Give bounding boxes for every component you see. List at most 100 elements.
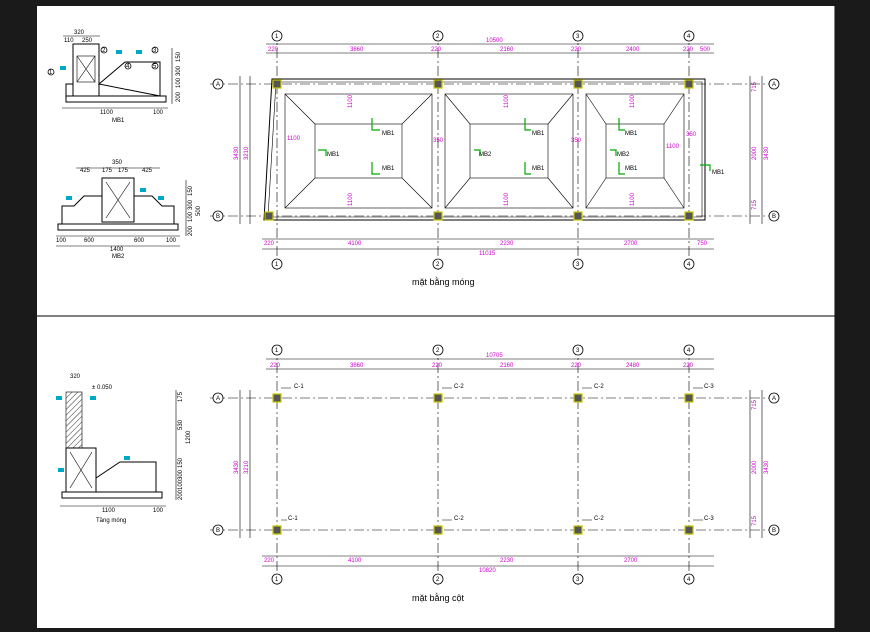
svg-text:C-3: C-3 — [704, 384, 714, 390]
svg-text:C-3: C-3 — [704, 516, 714, 522]
svg-text:B: B — [772, 528, 776, 534]
cad-drawing: 1 2 3 4 1 2 3 4 A B A B 10500 220 3860 2… — [37, 6, 835, 628]
svg-text:220: 220 — [683, 363, 694, 369]
svg-text:B: B — [216, 528, 220, 534]
svg-text:220: 220 — [268, 47, 279, 53]
detail-mb1: 320 110 250 1100 100 MB1 150 300 100 200… — [47, 30, 182, 124]
foundation-columns — [264, 79, 694, 221]
svg-text:3210: 3210 — [244, 460, 250, 474]
svg-text:2230: 2230 — [500, 241, 514, 247]
svg-text:1100: 1100 — [100, 110, 114, 116]
svg-text:600: 600 — [84, 238, 95, 244]
svg-text:1100: 1100 — [348, 192, 354, 206]
svg-text:100: 100 — [188, 211, 194, 222]
svg-text:100: 100 — [153, 110, 164, 116]
svg-text:1100: 1100 — [504, 94, 510, 108]
svg-text:100: 100 — [153, 508, 164, 514]
svg-text:10820: 10820 — [479, 568, 496, 574]
svg-text:1100: 1100 — [287, 136, 301, 142]
svg-text:715: 715 — [752, 81, 758, 92]
section-markers: MB1 MB1 MB2 MB1 MB1 MB2 MB1 MB1 MB1 MB1 — [318, 118, 725, 176]
svg-text:220: 220 — [571, 363, 582, 369]
svg-text:715: 715 — [752, 515, 758, 526]
detail-mb2: 350 425 175 175 425 100 600 600 100 1400… — [56, 160, 202, 260]
svg-text:2: 2 — [436, 577, 440, 583]
svg-text:150: 150 — [176, 51, 182, 62]
svg-text:Tầng móng: Tầng móng — [96, 518, 126, 524]
svg-text:500: 500 — [196, 205, 202, 216]
svg-text:4: 4 — [126, 64, 130, 70]
svg-text:B: B — [772, 214, 776, 220]
svg-text:2480: 2480 — [626, 363, 640, 369]
svg-text:2160: 2160 — [500, 47, 514, 53]
svg-text:220: 220 — [264, 558, 275, 564]
svg-text:100: 100 — [56, 238, 67, 244]
svg-text:200: 200 — [178, 489, 184, 500]
svg-text:200: 200 — [176, 91, 182, 102]
svg-text:3430: 3430 — [234, 146, 240, 160]
svg-text:220: 220 — [270, 363, 281, 369]
svg-text:1100: 1100 — [348, 94, 354, 108]
svg-text:1100: 1100 — [630, 94, 636, 108]
svg-text:175: 175 — [178, 391, 184, 402]
svg-text:MB2: MB2 — [617, 152, 630, 158]
svg-text:350: 350 — [112, 160, 123, 166]
svg-text:1100: 1100 — [666, 144, 680, 150]
svg-text:3210: 3210 — [244, 146, 250, 160]
svg-text:MB1: MB1 — [382, 166, 395, 172]
svg-text:220: 220 — [571, 47, 582, 53]
svg-text:250: 250 — [82, 38, 93, 44]
svg-text:C-2: C-2 — [594, 516, 604, 522]
svg-text:1400: 1400 — [110, 247, 124, 253]
column-plan: 1 2 3 4 1 2 3 4 A B A B 10705 220 3860 2… — [210, 344, 780, 603]
svg-text:300: 300 — [178, 469, 184, 480]
svg-text:10500: 10500 — [486, 38, 503, 44]
svg-text:300: 300 — [188, 199, 194, 210]
svg-text:600: 600 — [134, 238, 145, 244]
svg-text:C-1: C-1 — [288, 516, 298, 522]
svg-text:3: 3 — [576, 348, 580, 354]
svg-text:4100: 4100 — [348, 241, 362, 247]
svg-text:4: 4 — [687, 262, 691, 268]
svg-text:350: 350 — [686, 132, 697, 138]
svg-text:2000: 2000 — [752, 460, 758, 474]
column-plan-title: mặt bằng cột — [412, 593, 465, 603]
svg-text:MB1: MB1 — [327, 152, 340, 158]
svg-text:4: 4 — [687, 348, 691, 354]
svg-text:3430: 3430 — [764, 460, 770, 474]
svg-text:100: 100 — [178, 479, 184, 490]
svg-text:1: 1 — [275, 577, 279, 583]
svg-text:350: 350 — [571, 138, 582, 144]
svg-text:220: 220 — [432, 363, 443, 369]
plan-columns: C-1 C-2 C-2 C-3 C-1 C-2 C-2 C-3 — [272, 384, 714, 535]
svg-text:320: 320 — [70, 374, 81, 380]
svg-text:2: 2 — [436, 262, 440, 268]
svg-text:3: 3 — [576, 34, 580, 40]
svg-text:3430: 3430 — [234, 460, 240, 474]
svg-text:C-1: C-1 — [294, 384, 304, 390]
foundation-plan-title: mặt bằng móng — [412, 277, 475, 287]
svg-text:750: 750 — [697, 241, 708, 247]
svg-text:2230: 2230 — [500, 558, 514, 564]
svg-text:150: 150 — [178, 457, 184, 468]
svg-text:C-2: C-2 — [594, 384, 604, 390]
svg-text:1: 1 — [275, 34, 279, 40]
svg-text:1: 1 — [49, 70, 53, 76]
svg-text:3860: 3860 — [350, 47, 364, 53]
svg-text:A: A — [772, 396, 776, 402]
foundation-plan: 1 2 3 4 1 2 3 4 A B A B 10500 220 3860 2… — [210, 30, 780, 287]
svg-text:220: 220 — [683, 47, 694, 53]
svg-text:3: 3 — [576, 262, 580, 268]
svg-text:220: 220 — [431, 47, 442, 53]
svg-text:150: 150 — [188, 185, 194, 196]
svg-text:± 0.050: ± 0.050 — [92, 385, 113, 391]
svg-text:10705: 10705 — [486, 353, 503, 359]
svg-text:2: 2 — [436, 34, 440, 40]
svg-text:715: 715 — [752, 199, 758, 210]
svg-text:3430: 3430 — [764, 146, 770, 160]
svg-text:B: B — [216, 214, 220, 220]
axis-markers-bottom: 1 2 3 4 1 2 3 4 A B A B — [212, 344, 780, 585]
svg-text:320: 320 — [74, 30, 85, 36]
svg-text:2000: 2000 — [752, 146, 758, 160]
axis-markers-top: 1 2 3 4 1 2 3 4 A B A B — [212, 30, 780, 270]
